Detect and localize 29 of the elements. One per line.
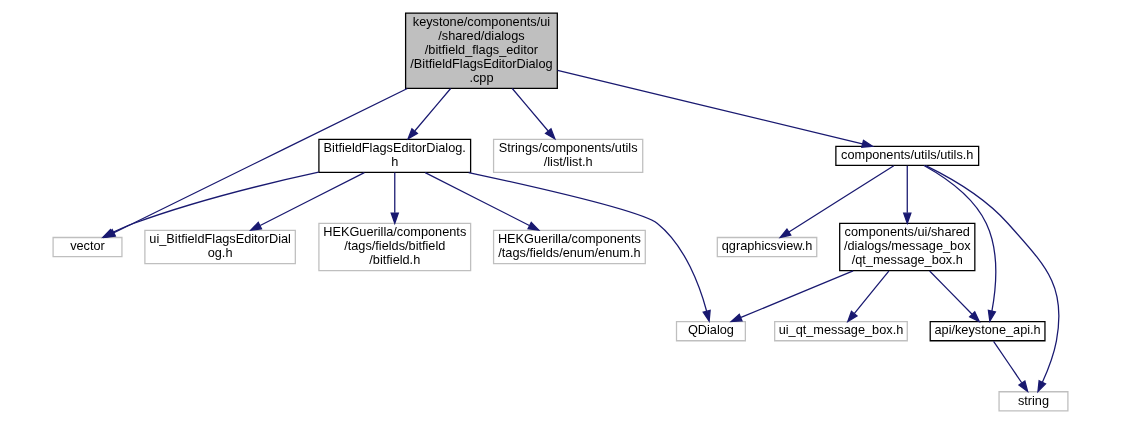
arrow [925, 164, 1060, 394]
node-box: components/utils/utils.h [835, 145, 980, 167]
node-box: string [998, 391, 1069, 412]
node-box: api/keystone_api.h [929, 321, 1046, 342]
arrow [729, 270, 854, 323]
node-box: QDialog [675, 321, 746, 342]
node-box: ui_BitfieldFlagsEditorDialog.h [144, 229, 296, 265]
arrow [390, 172, 400, 226]
arrow [424, 172, 541, 232]
node-box: BitfieldFlagsEditorDialog.h [318, 138, 472, 174]
arrow [406, 87, 452, 141]
node-box: HEKGuerilla/components/tags/fields/enum/enum.h [492, 229, 646, 265]
node-box: components/ui/shared/dialogs/message_box/qt_message_box.h [839, 222, 976, 272]
node-box: keystone/components/ui/shared/dialogs/bitfield_flags_editor/BitfieldFlagsEditorDialog.cpp [404, 12, 558, 89]
arrow [778, 165, 895, 239]
arrow [556, 69, 875, 149]
node-box: qgraphicsview.h [716, 236, 818, 258]
node-box: Strings/components/utils/list/list.h [492, 138, 644, 174]
arrow [468, 171, 711, 324]
arrow [249, 172, 365, 232]
arrow [923, 164, 997, 323]
arrow [846, 270, 890, 324]
arrow [929, 270, 981, 323]
arrow [511, 87, 557, 141]
node-box: HEKGuerilla/components/tags/fields/bitfield/bitfield.h [318, 222, 472, 272]
node-box: ui_qt_message_box.h [774, 321, 908, 342]
arrow [902, 165, 912, 226]
arrow [992, 340, 1029, 393]
node-box: vector [52, 236, 123, 258]
